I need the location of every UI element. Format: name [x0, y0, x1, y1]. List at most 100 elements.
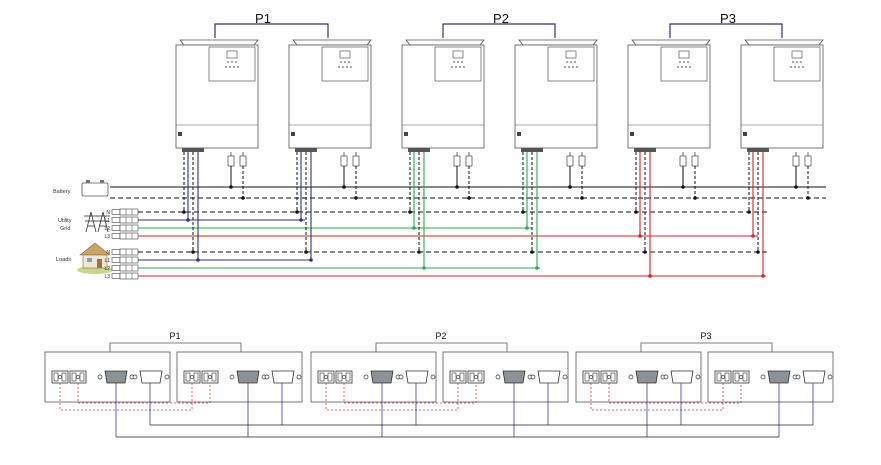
indicator-led — [796, 61, 798, 63]
junction-dot — [525, 226, 529, 230]
sync-port-pin — [79, 372, 85, 382]
terminal-label: N — [106, 250, 110, 256]
sync-cable — [343, 383, 477, 404]
fuse — [691, 155, 699, 167]
sync-port-pin — [193, 372, 199, 382]
indicator-led — [574, 61, 576, 63]
phase-bracket-p3: P3 — [669, 11, 783, 38]
db9-port — [670, 370, 694, 384]
utility-tower-icon — [84, 211, 110, 233]
house-icon — [77, 242, 113, 274]
db9-port — [405, 370, 429, 384]
junction-dot — [761, 274, 765, 278]
top-wiring-diagram: P1 P2 P3 Battery — [53, 11, 826, 280]
inverter-unit — [175, 39, 259, 200]
sync-cable — [77, 383, 211, 404]
button-dot — [685, 66, 687, 68]
sync-port-pin — [319, 372, 325, 382]
terminal-label: L1 — [104, 218, 110, 224]
sync-port-pin — [469, 372, 475, 382]
junction-dot — [648, 274, 652, 278]
db9-screw — [97, 374, 103, 380]
inverter-terminal-strip — [747, 148, 769, 152]
button-dot — [350, 66, 352, 68]
inverter-terminal-strip — [408, 148, 430, 152]
db9-port — [502, 370, 526, 384]
button-dot — [564, 66, 566, 68]
inverter-unit — [288, 39, 372, 200]
db9-screw — [363, 374, 369, 380]
db9-port — [537, 370, 561, 384]
indicator-led — [235, 61, 237, 63]
sync-port-pin — [327, 372, 333, 382]
inverter-cap — [744, 39, 824, 46]
comm-panel — [442, 351, 569, 403]
junction-dot — [422, 266, 426, 270]
sync-port-screw — [58, 375, 62, 379]
indicator-led — [679, 61, 681, 63]
phase-label-p1: P1 — [255, 11, 271, 26]
db9-screw — [628, 374, 634, 380]
button-dot — [455, 66, 457, 68]
ac-bus-lines — [138, 211, 770, 277]
junction-dot — [751, 234, 755, 238]
comm-panel — [44, 351, 171, 403]
bottom-communication-diagram: P1 P2 P3 — [44, 331, 834, 438]
db9-screw — [827, 374, 833, 380]
bottom-bracket-p1: P1 — [109, 331, 242, 352]
junction-dot — [182, 210, 186, 214]
sync-port-pin — [742, 372, 748, 382]
battery-label: Battery — [53, 189, 71, 195]
db9-port — [104, 370, 128, 384]
sync-port-pin — [451, 372, 457, 382]
junction-dot — [467, 196, 471, 200]
sync-port-pin — [716, 372, 722, 382]
db9-port — [370, 370, 394, 384]
sync-port-screw — [342, 375, 346, 379]
junction-dot — [186, 218, 190, 222]
terminal-block — [119, 232, 139, 240]
communication-wires — [59, 383, 814, 438]
inverter-cap — [631, 39, 711, 46]
utility-label: Utility — [58, 218, 72, 224]
inverter-cap — [292, 39, 372, 46]
fuse — [465, 155, 473, 167]
indicator-led — [683, 61, 685, 63]
indicator-led — [461, 61, 463, 63]
button-dot — [451, 66, 453, 68]
inverter-panel — [660, 46, 708, 82]
sync-port-pin — [71, 372, 77, 382]
indicator-led — [566, 61, 568, 63]
comm-panel — [575, 351, 702, 403]
terminal-label: N — [106, 210, 110, 216]
db9-screw — [495, 374, 501, 380]
button-dot — [237, 66, 239, 68]
button-dot — [790, 66, 792, 68]
sync-port-pin — [734, 372, 740, 382]
inverter-cap — [405, 39, 485, 46]
junction-dot — [634, 210, 638, 214]
junction-dot — [530, 250, 534, 254]
fuse — [227, 155, 235, 167]
sync-port-pin — [211, 372, 217, 382]
terminal-lug — [111, 233, 121, 239]
communication-panels — [44, 351, 834, 403]
db9-screw — [430, 374, 436, 380]
inverter-terminal-strip — [182, 148, 204, 152]
sync-port-pin — [345, 372, 351, 382]
terminal-label: L3 — [104, 234, 110, 240]
indicator-led — [687, 61, 689, 63]
sync-port-screw — [208, 375, 212, 379]
button-dot — [233, 66, 235, 68]
fuse — [352, 155, 360, 167]
inverter-cap — [179, 39, 259, 46]
junction-dot — [412, 226, 416, 230]
button-dot — [568, 66, 570, 68]
terminal-lug — [111, 273, 121, 279]
db9-port — [236, 370, 260, 384]
phase-bracket-p1: P1 — [214, 11, 329, 38]
junction-dot — [304, 250, 308, 254]
indicator-led — [231, 61, 233, 63]
indicator-led — [340, 61, 342, 63]
